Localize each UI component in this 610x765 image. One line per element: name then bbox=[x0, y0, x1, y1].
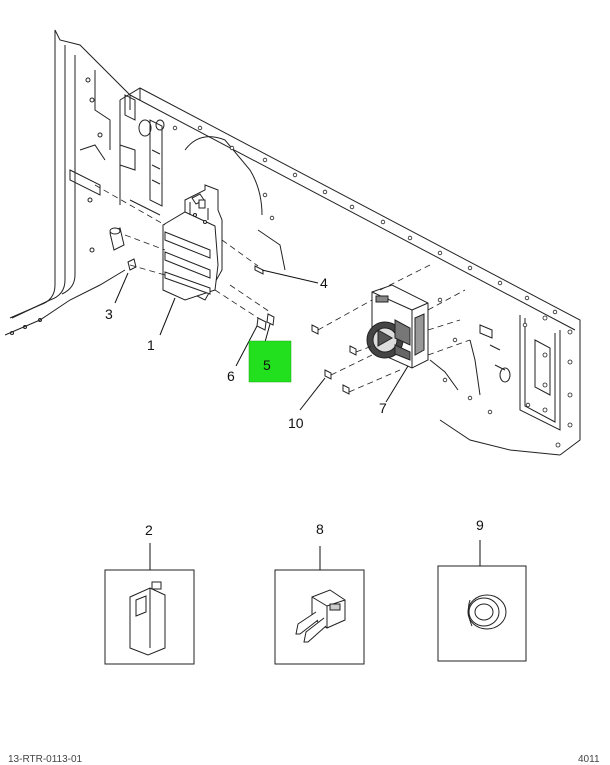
bracket-assembly-part-1 bbox=[162, 184, 223, 301]
panel-holes bbox=[172, 125, 573, 448]
module-part-7 bbox=[366, 284, 429, 369]
callout-2[interactable]: 2 bbox=[145, 522, 153, 538]
footer-right-text: 4011 bbox=[578, 754, 600, 765]
part-2-box bbox=[104, 569, 195, 665]
cab-side-panel bbox=[4, 29, 131, 336]
callout-7[interactable]: 7 bbox=[379, 400, 387, 416]
callout-9[interactable]: 9 bbox=[476, 517, 484, 533]
dashed-assembly-lines bbox=[94, 184, 471, 393]
fluid-jug-icon bbox=[129, 581, 166, 656]
callout-1[interactable]: 1 bbox=[147, 337, 155, 353]
callout-4[interactable]: 4 bbox=[320, 275, 328, 291]
callout-10[interactable]: 10 bbox=[288, 415, 304, 431]
blade-fuse-icon bbox=[295, 589, 346, 643]
callout-8[interactable]: 8 bbox=[316, 521, 324, 537]
footer-left-text: 13-RTR-0113-01 bbox=[8, 754, 83, 765]
part-9-box bbox=[437, 565, 527, 662]
highlight-box-part-5 bbox=[248, 340, 292, 383]
screw-parts bbox=[254, 265, 357, 395]
pin-part-3 bbox=[109, 227, 137, 271]
washer-icon bbox=[467, 594, 507, 630]
callout-3[interactable]: 3 bbox=[105, 306, 113, 322]
part-8-box bbox=[274, 569, 365, 665]
main-bracket-panel bbox=[119, 87, 581, 456]
callout-5[interactable]: 5 bbox=[263, 357, 271, 373]
callout-6[interactable]: 6 bbox=[227, 368, 235, 384]
callout-leaders bbox=[114, 269, 481, 570]
